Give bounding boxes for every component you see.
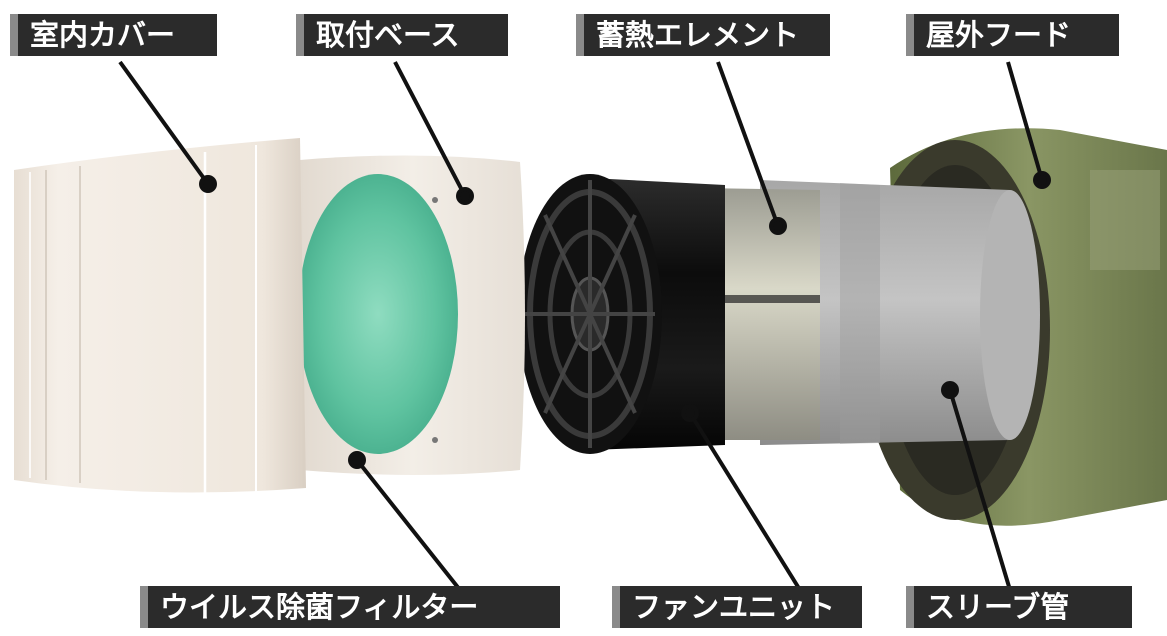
heat-storage-element [700, 188, 820, 440]
leader-dot-virus-filter [348, 451, 366, 469]
leader-mounting-base [393, 61, 467, 197]
fan-unit [518, 174, 725, 454]
sleeve-pipe [760, 180, 1040, 445]
leader-indoor-cover [118, 60, 210, 186]
label-mounting-base: 取付ベース [296, 14, 508, 56]
mounting-base [298, 155, 525, 476]
leader-dot-mounting-base [456, 187, 474, 205]
label-fan-unit: ファンユニット [612, 586, 862, 628]
leader-dot-heat-storage-element [769, 217, 787, 235]
virus-filter [298, 174, 458, 454]
leader-dot-sleeve-pipe [941, 381, 959, 399]
leader-dot-outdoor-hood [1033, 171, 1051, 189]
leader-lines [118, 60, 1051, 592]
label-sleeve-pipe: スリーブ管 [906, 586, 1132, 628]
leader-outdoor-hood [1006, 61, 1044, 181]
leader-heat-storage-element [716, 61, 780, 227]
leader-fan-unit [688, 411, 802, 592]
leader-dot-fan-unit [681, 404, 699, 422]
leader-dot-indoor-cover [199, 175, 217, 193]
label-indoor-cover: 室内カバー [10, 14, 217, 56]
label-virus-filter: ウイルス除菌フィルター [140, 586, 560, 628]
label-outdoor-hood: 屋外フード [906, 14, 1119, 56]
label-heat-storage-element: 蓄熱エレメント [576, 14, 830, 56]
leader-sleeve-pipe [948, 389, 1012, 591]
indoor-cover [14, 138, 306, 496]
leader-virus-filter [355, 458, 462, 592]
